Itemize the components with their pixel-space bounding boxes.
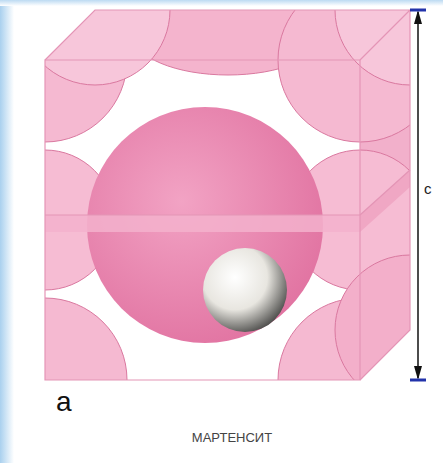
caption: МАРТЕНСИТ — [192, 430, 272, 445]
slide-border — [0, 0, 443, 6]
carbon-atom — [203, 248, 287, 332]
dimension-label: c — [424, 180, 432, 197]
dimension-line — [410, 10, 426, 380]
slide-border — [0, 0, 14, 463]
figure-letter: а — [56, 386, 72, 418]
cube-edges — [45, 10, 410, 380]
